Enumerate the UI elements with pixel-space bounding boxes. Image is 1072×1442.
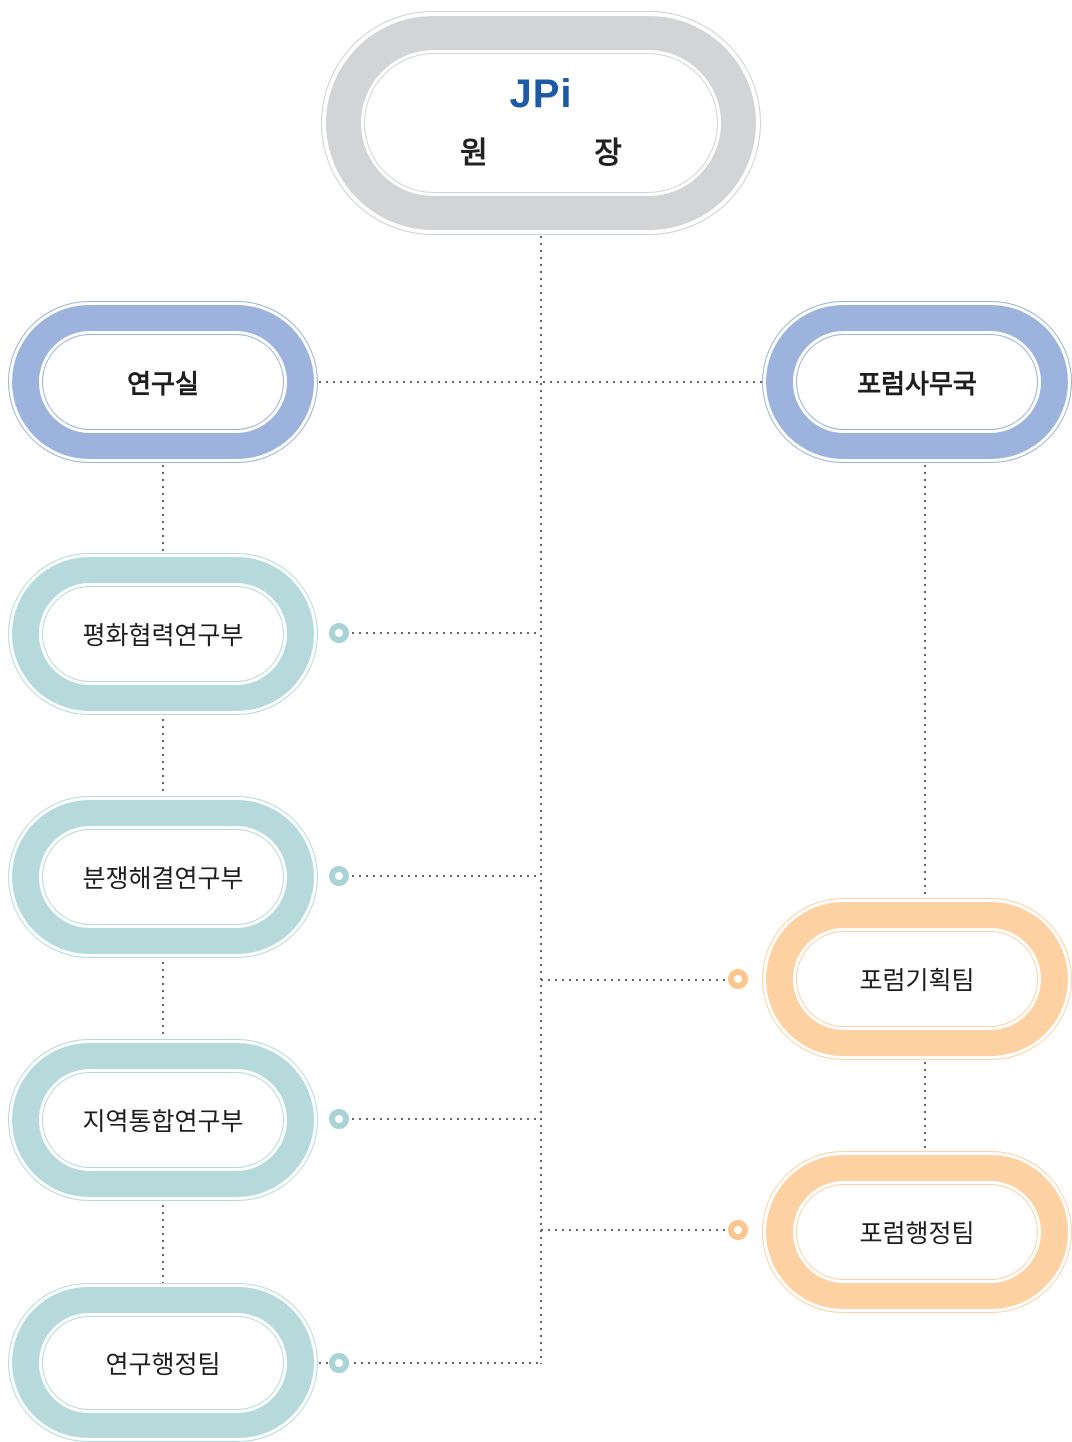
research-unit-integration: 지역통합연구부 [12,1043,314,1197]
research-unit-peace: 평화협력연구부 [12,557,314,711]
forum-unit-admin: 포럼행정팀 [766,1155,1068,1309]
connector-dot [329,1353,349,1373]
jpi-logo: JPi [509,72,573,116]
research-unit-label: 평화협력연구부 [82,621,244,650]
division-research: 연구실 [12,305,314,459]
connector-dot [728,969,748,989]
connector-dot [329,866,349,886]
research-unit-label: 연구행정팀 [105,1350,221,1379]
forum-unit-planning: 포럼기획팀 [766,902,1068,1056]
division-forum: 포럼사무국 [766,305,1068,459]
director-title: 원 장 [460,136,670,171]
connector-dot [329,623,349,643]
division-research-label: 연구실 [127,369,199,400]
research-unit-label: 분쟁해결연구부 [82,864,244,893]
research-unit-label: 지역통합연구부 [82,1107,244,1136]
forum-unit-label: 포럼기획팀 [859,966,975,995]
division-forum-label: 포럼사무국 [857,369,977,400]
research-unit-conflict: 분쟁해결연구부 [12,800,314,954]
director-node: JPi 원 장 [326,16,756,230]
forum-unit-label: 포럼행정팀 [859,1219,975,1248]
research-unit-admin: 연구행정팀 [12,1287,314,1438]
connector-dot [329,1109,349,1129]
connector-dot [728,1220,748,1240]
